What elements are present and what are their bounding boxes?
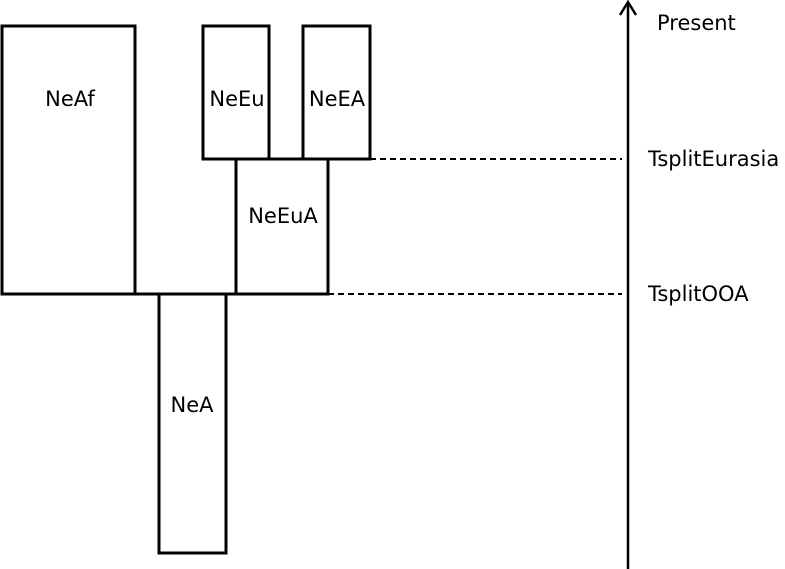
time-labels: Present TsplitEurasia TsplitOOA: [647, 11, 779, 306]
label-tsplit-ooa: TsplitOOA: [647, 282, 749, 306]
box-neaf: [0, 24, 137, 296]
box-neeua: [234, 157, 330, 296]
population-boxes: [0, 24, 372, 555]
label-neeua: NeEuA: [248, 204, 318, 228]
label-neaf: NeAf: [45, 87, 95, 111]
label-tsplit-eurasia: TsplitEurasia: [647, 147, 779, 171]
box-nea: [157, 292, 228, 555]
label-neea: NeEA: [309, 87, 366, 111]
arrow-up-icon: [618, 0, 638, 16]
label-nea: NeA: [171, 393, 215, 417]
time-axis: [618, 0, 638, 569]
label-neeu: NeEu: [209, 87, 264, 111]
label-present: Present: [657, 11, 736, 35]
time-markers: [328, 158, 622, 295]
population-labels: NeAf NeEu NeEA NeEuA NeA: [45, 87, 366, 417]
